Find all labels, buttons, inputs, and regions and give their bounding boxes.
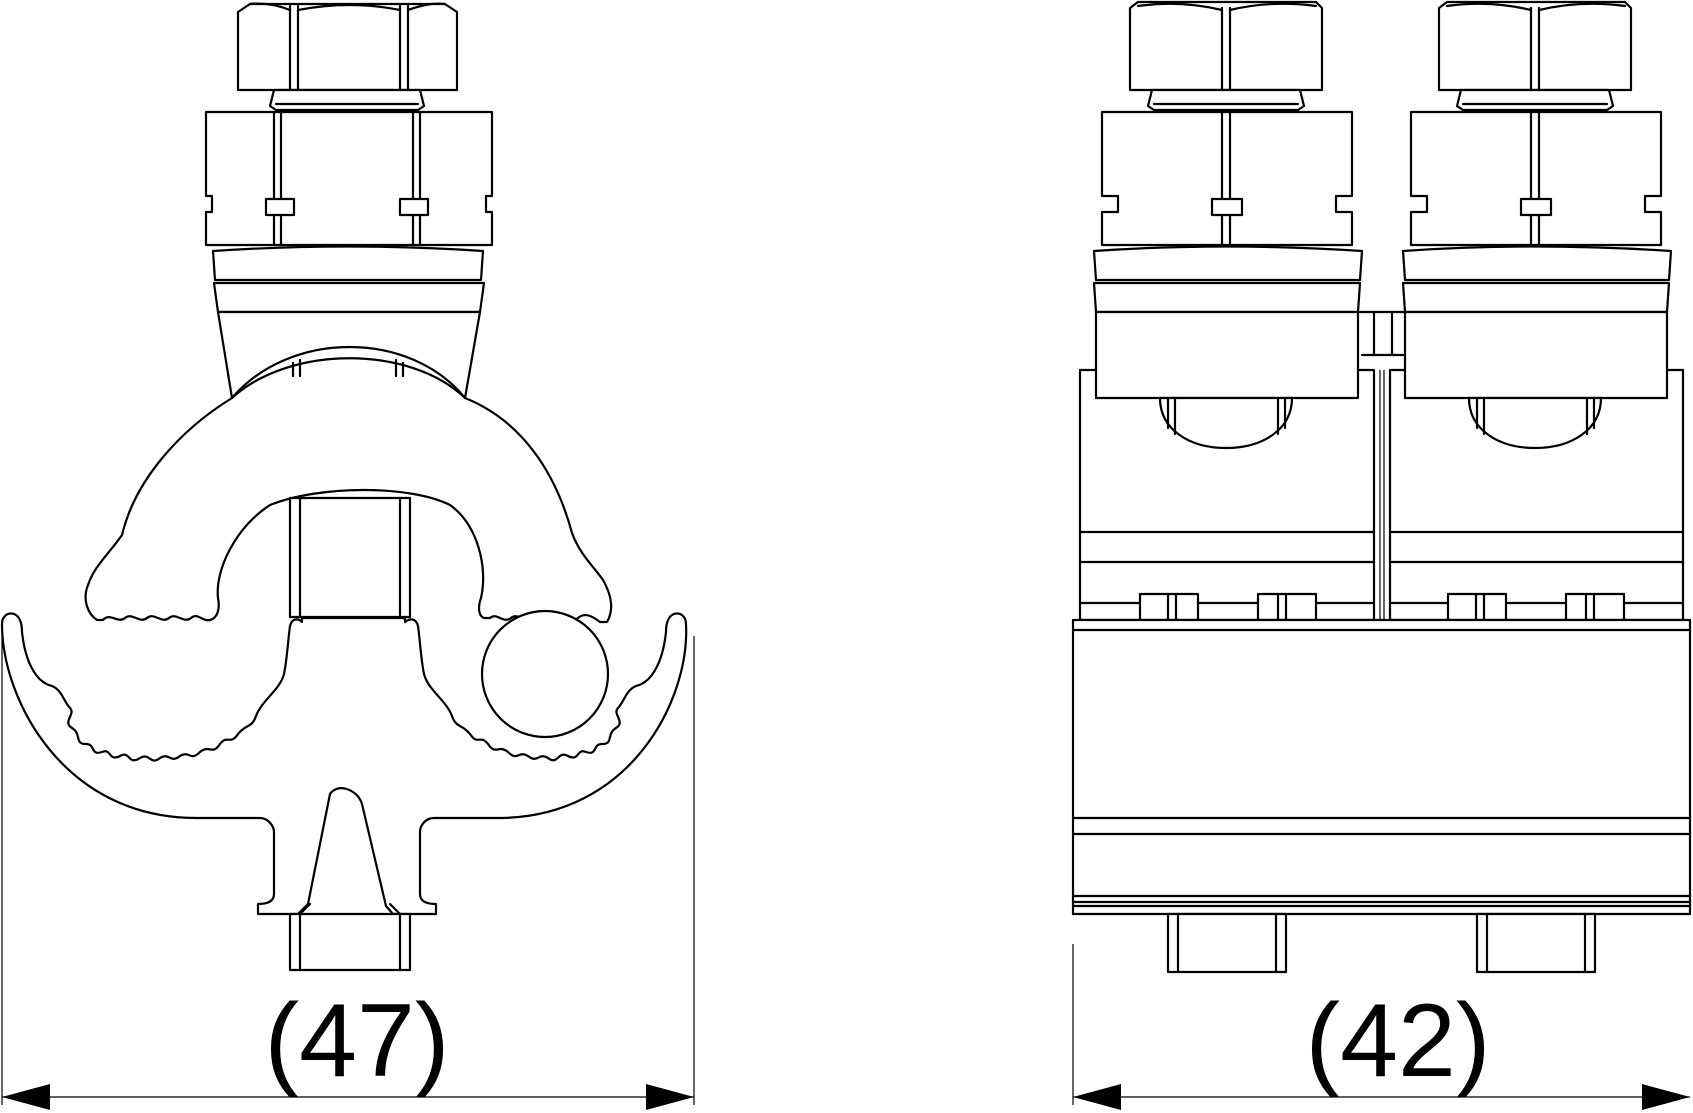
front-bottom-stems	[1166, 912, 1597, 974]
front-bolt-right	[1401, 0, 1673, 450]
front-dimension: (42)	[1072, 944, 1690, 1110]
front-bolt-left	[1092, 0, 1364, 450]
side-dimension-label: (47)	[265, 983, 450, 1099]
front-view: (42)	[1071, 0, 1692, 1110]
side-lower-jaw	[0, 612, 695, 1105]
side-view: (47)	[0, 2, 695, 1110]
front-lower-body	[1071, 618, 1692, 916]
front-dimension-label: (42)	[1306, 983, 1491, 1099]
side-dimension: (47)	[2, 983, 694, 1110]
side-nut-block	[204, 110, 494, 247]
side-conductor-circle	[480, 609, 610, 739]
side-hex-nut	[236, 2, 459, 92]
side-hook-body	[84, 345, 613, 624]
